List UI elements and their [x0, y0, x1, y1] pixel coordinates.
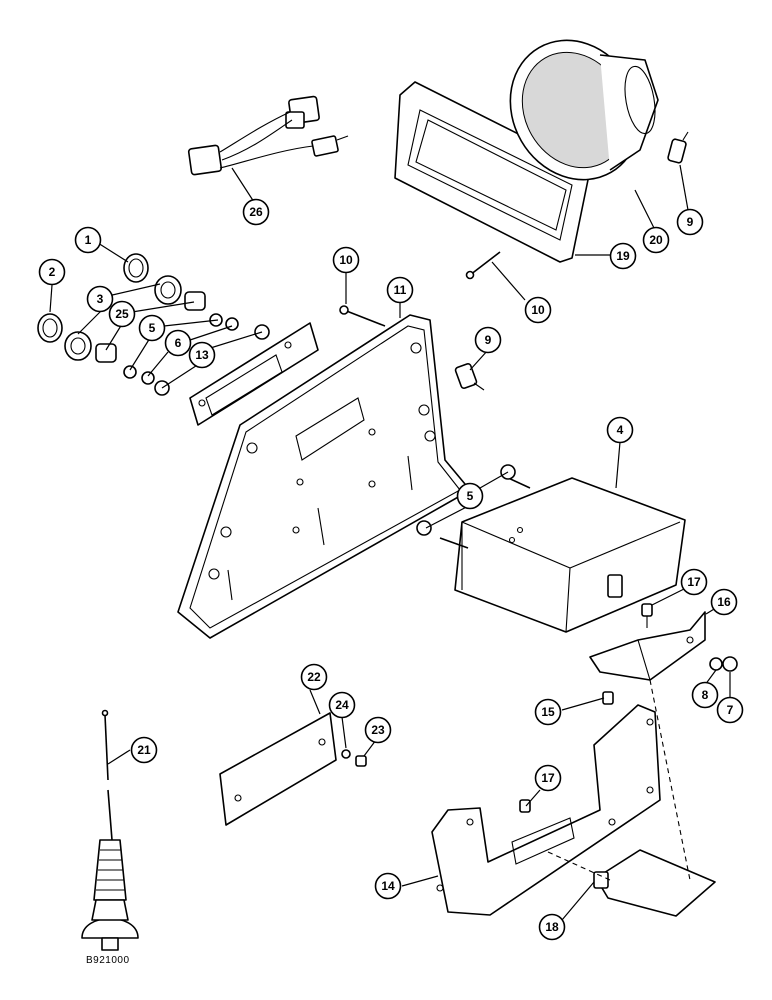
callout-9-lower: 9	[474, 326, 502, 354]
callout-20: 20	[642, 226, 670, 254]
callout-3: 3	[86, 285, 114, 313]
callout-2: 2	[38, 258, 66, 286]
callout-label: 24	[335, 698, 349, 712]
antenna	[81, 709, 139, 951]
callout-label: 17	[541, 771, 555, 785]
lower-mounting-plate	[431, 704, 661, 916]
callout-label: 7	[727, 703, 734, 717]
callout-label: 16	[717, 595, 731, 609]
callout-10: 10	[332, 246, 360, 274]
callout-label: 9	[485, 333, 492, 347]
callout-label: 9	[687, 215, 694, 229]
callout-21: 21	[130, 736, 158, 764]
callout-label: 20	[649, 233, 663, 247]
callout-15: 15	[534, 698, 562, 726]
callout-24: 24	[328, 691, 356, 719]
callout-label: 14	[381, 879, 395, 893]
callout-25: 25	[108, 300, 136, 328]
callout-label: 18	[545, 920, 559, 934]
callout-label: 21	[137, 743, 151, 757]
radio-washers	[416, 464, 516, 536]
callout-label: 15	[541, 705, 555, 719]
callout-label: 13	[195, 348, 209, 362]
figure-id: B921000	[86, 955, 130, 966]
callout-label: 25	[115, 307, 129, 321]
callout-4: 4	[606, 416, 634, 444]
alignment-line	[649, 679, 691, 881]
callout-17-upper: 17	[680, 568, 708, 596]
callout-9-upper: 9	[676, 208, 704, 236]
speaker	[509, 39, 659, 181]
bracket-nuts	[709, 656, 738, 672]
callout-26: 26	[242, 198, 270, 226]
callout-label: 3	[97, 292, 104, 306]
callout-7: 7	[716, 696, 744, 724]
screw-lower	[465, 251, 501, 280]
callout-label: 8	[702, 688, 709, 702]
callout-label: 11	[394, 283, 407, 297]
cover-hardware	[341, 749, 367, 767]
callout-label: 4	[617, 423, 624, 437]
callout-14: 14	[374, 872, 402, 900]
callout-10-lower: 10	[524, 296, 552, 324]
callout-5: 5	[138, 314, 166, 342]
cover-plate	[219, 712, 337, 826]
radio-unit	[439, 475, 686, 633]
callout-11: 11	[386, 276, 414, 304]
alignment-line-2	[547, 851, 611, 881]
callout-6: 6	[164, 329, 192, 357]
screw-upper	[339, 305, 386, 327]
callout-label: 2	[49, 265, 56, 279]
callout-label: 6	[175, 336, 182, 350]
standoff-upper	[667, 131, 689, 164]
callout-8: 8	[691, 681, 719, 709]
callout-23: 23	[364, 716, 392, 744]
callout-label: 23	[371, 723, 385, 737]
lower-screws	[519, 691, 614, 813]
callout-label: 10	[531, 303, 545, 317]
callout-5-radio: 5	[456, 482, 484, 510]
callout-18: 18	[538, 913, 566, 941]
knob-lower	[37, 313, 117, 363]
wiring-harness	[187, 95, 349, 176]
callout-label: 19	[616, 249, 630, 263]
callout-label: 26	[249, 205, 263, 219]
callout-label: 5	[467, 489, 474, 503]
callout-label: 5	[149, 321, 156, 335]
callout-17-lower: 17	[534, 764, 562, 792]
callout-label: 1	[85, 233, 92, 247]
callout-19: 19	[609, 242, 637, 270]
mounting-panel	[177, 314, 471, 639]
callout-label: 22	[307, 670, 321, 684]
lower-bracket	[593, 849, 716, 917]
callout-16: 16	[710, 588, 738, 616]
bracket-screw	[641, 603, 653, 628]
callout-label: 17	[687, 575, 701, 589]
callout-13: 13	[188, 341, 216, 369]
speaker-bezel	[394, 81, 591, 263]
radio-face-plate	[189, 322, 319, 426]
knob-upper	[123, 253, 206, 311]
standoff-lower	[454, 362, 485, 391]
callout-label: 10	[339, 253, 353, 267]
callout-1: 1	[74, 226, 102, 254]
radio-bracket	[589, 611, 706, 681]
callout-22: 22	[300, 663, 328, 691]
